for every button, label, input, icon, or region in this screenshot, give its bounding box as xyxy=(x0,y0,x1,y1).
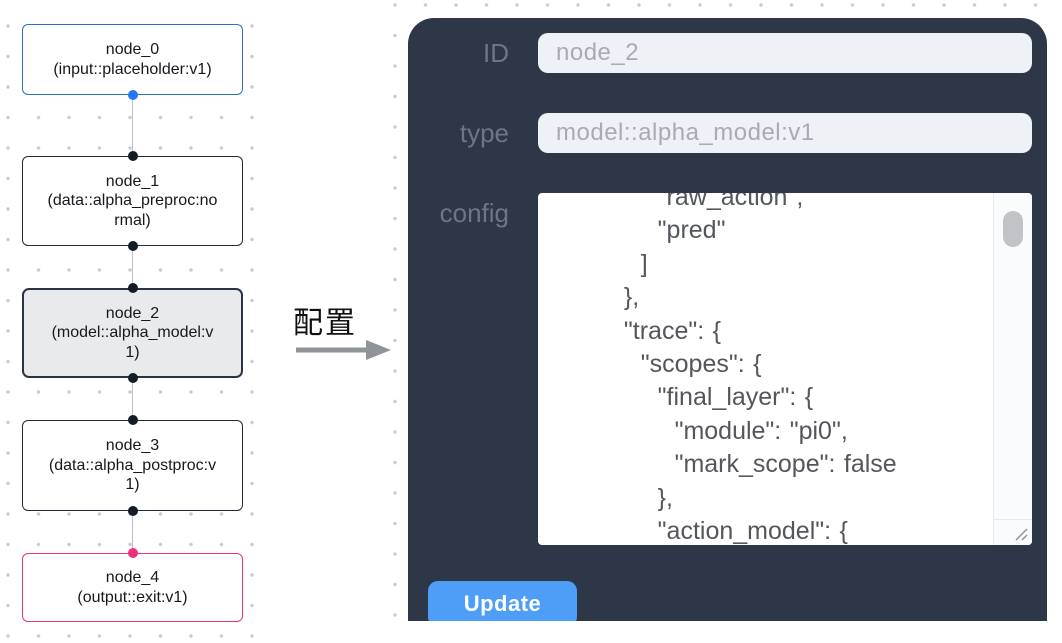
node-title: node_3 xyxy=(105,437,160,455)
resize-grip-icon[interactable] xyxy=(1012,525,1030,543)
node-subtitle: (input::placeholder:v1) xyxy=(53,60,212,78)
node-subtitle: (data::alpha_postproc:v1) xyxy=(48,456,217,494)
update-button[interactable]: Update xyxy=(428,581,577,621)
id-field-label: ID xyxy=(483,38,509,68)
handle-node2-top[interactable] xyxy=(127,283,138,293)
config-field-label: config xyxy=(439,198,509,228)
handle-node2-bottom[interactable] xyxy=(127,373,138,383)
node-title: node_4 xyxy=(105,569,160,586)
id-input[interactable] xyxy=(538,33,1032,73)
type-input[interactable] xyxy=(538,113,1032,153)
node-subtitle: (output::exit:v1) xyxy=(77,588,188,606)
flow-node-node_4[interactable]: node_4 (output::exit:v1) xyxy=(22,553,243,622)
edge-node0-node1 xyxy=(131,95,134,156)
node-title: node_0 xyxy=(105,41,160,58)
edge-node1-node2 xyxy=(131,246,134,288)
handle-node3-bottom[interactable] xyxy=(127,506,138,516)
handle-node4-top[interactable] xyxy=(127,548,138,558)
handle-node1-bottom[interactable] xyxy=(127,241,138,251)
right-arrow-icon xyxy=(296,340,391,360)
handle-node1-top[interactable] xyxy=(127,151,138,161)
node-subtitle: (model::alpha_model:v1) xyxy=(51,324,214,361)
flow-node-node_0[interactable]: node_0 (input::placeholder:v1) xyxy=(22,24,243,95)
transition-label: 配置 xyxy=(293,307,357,340)
config-scrollbar-track[interactable] xyxy=(993,193,1032,545)
edge-node3-node4 xyxy=(131,511,134,553)
flow-node-node_2-selected[interactable]: node_2 (model::alpha_model:v1) xyxy=(22,288,243,378)
handle-node3-top[interactable] xyxy=(127,415,138,425)
type-field-label: type xyxy=(459,118,509,148)
config-textarea[interactable]: "raw_action", "pred" ] }, "trace": { "sc… xyxy=(538,193,1032,545)
node-title: node_2 xyxy=(105,304,160,322)
node-subtitle: (data::alpha_preproc:normal) xyxy=(47,192,218,229)
handle-node0-bottom[interactable] xyxy=(127,90,138,100)
flow-node-node_1[interactable]: node_1 (data::alpha_preproc:normal) xyxy=(22,156,243,246)
flow-node-node_3[interactable]: node_3 (data::alpha_postproc:v1) xyxy=(22,420,243,511)
config-scrollbar-corner xyxy=(994,519,1032,545)
inspector-panel: ID type config "raw_action", "pred" ] },… xyxy=(408,18,1047,621)
node-title: node_1 xyxy=(105,172,160,190)
edge-node2-node3 xyxy=(131,378,134,420)
config-scrollbar-thumb[interactable] xyxy=(1003,211,1023,247)
config-json-text: "raw_action", "pred" ] }, "trace": { "sc… xyxy=(623,193,897,545)
